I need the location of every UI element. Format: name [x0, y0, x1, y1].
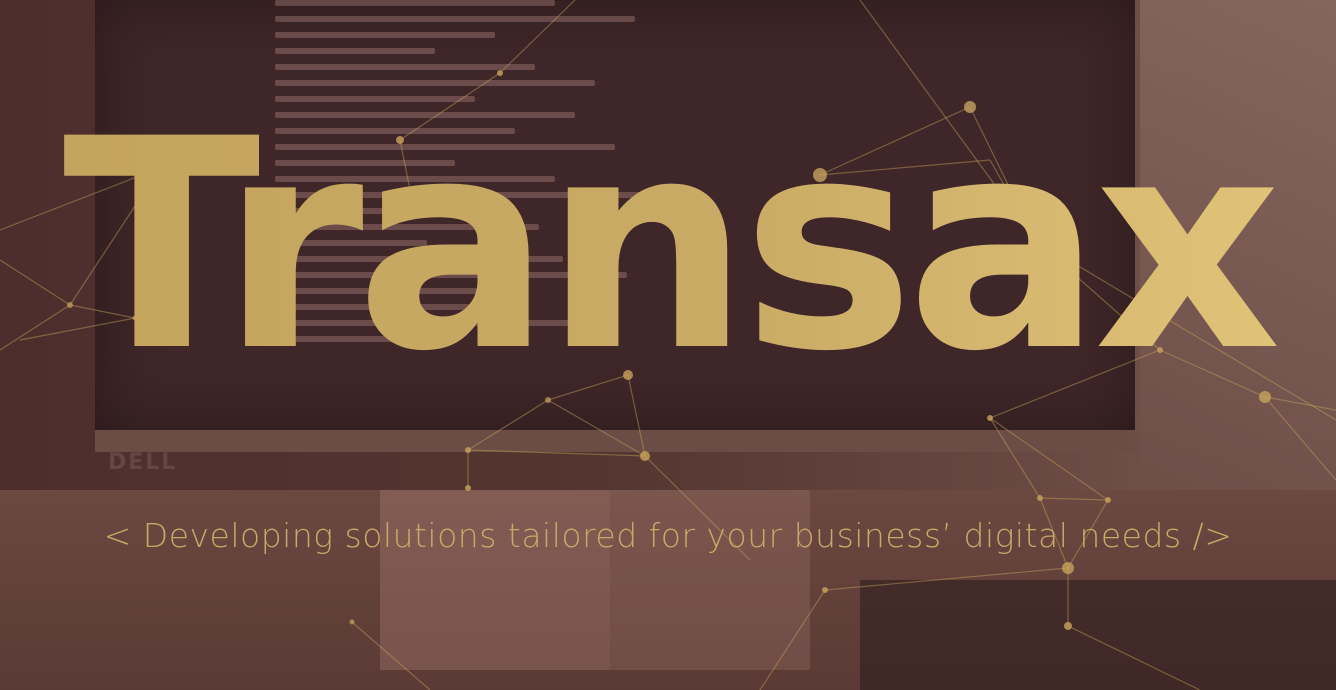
- background-wall: [1140, 0, 1336, 490]
- monitor-brand-logo: DELL: [108, 450, 178, 475]
- background-code: [275, 0, 675, 390]
- background-monitor: [95, 0, 1135, 452]
- background-lower-screen: [0, 490, 1336, 690]
- tagline: < Developing solutions tailored for your…: [103, 516, 1233, 555]
- brand-title: Transax: [0, 102, 1336, 392]
